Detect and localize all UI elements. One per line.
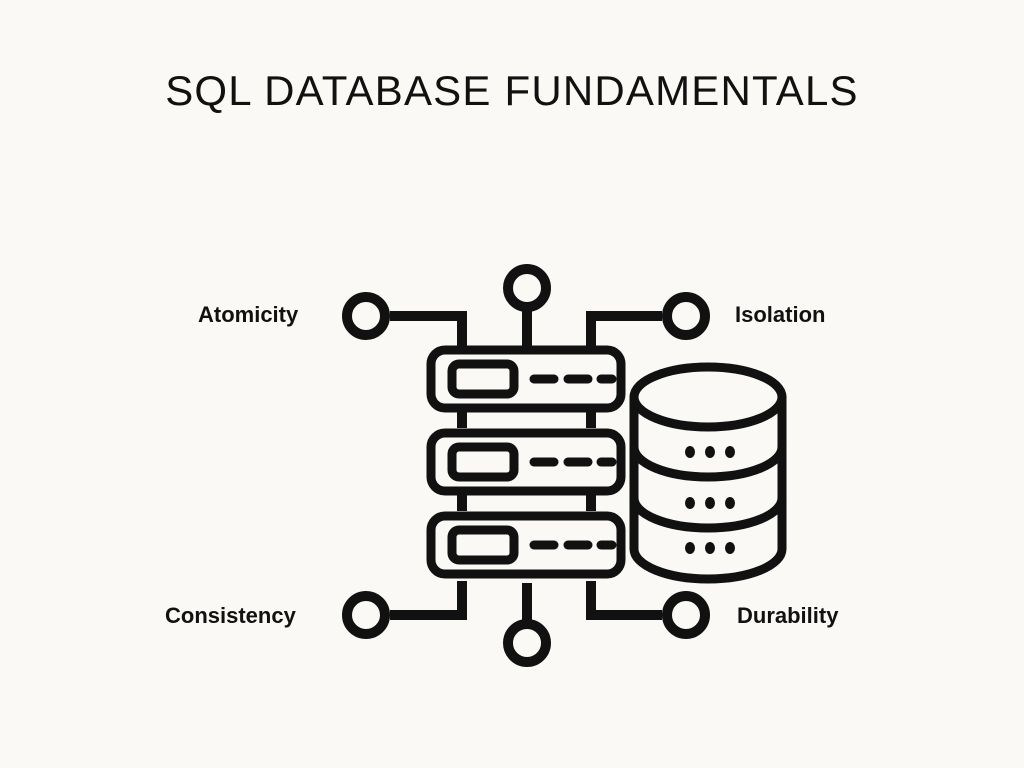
node-label-durability: Durability (737, 603, 839, 628)
cylinder-dot (685, 446, 695, 458)
cylinder-dot (725, 446, 735, 458)
node-circles (342, 264, 710, 667)
connector-consistency (390, 581, 467, 620)
server-unit-2 (426, 428, 626, 496)
server-unit-indicator (447, 359, 519, 399)
cylinder-top-ellipse (629, 362, 787, 432)
cylinder-band-divider-2 (629, 493, 787, 533)
cylinder-dots (685, 446, 735, 554)
node-circle-isolation[interactable] (662, 292, 710, 340)
connector-isolation (586, 311, 662, 350)
node-label-isolation: Isolation (735, 302, 826, 327)
database-cylinder (629, 362, 787, 584)
connector-durability (586, 581, 662, 620)
node-circle-consistency[interactable] (342, 591, 390, 639)
cylinder-band-divider-1 (629, 442, 787, 482)
server-unit-3 (426, 511, 626, 579)
node-label-consistency: Consistency (165, 603, 296, 628)
cylinder-dot (725, 542, 735, 554)
cylinder-dot (725, 497, 735, 509)
cylinder-dot (705, 497, 715, 509)
cylinder-dot (685, 542, 695, 554)
node-label-atomicity: Atomicity (198, 302, 299, 327)
node-circle-bottom-center[interactable] (503, 619, 551, 667)
page-title: SQL DATABASE FUNDAMENTALS (165, 67, 859, 114)
node-circle-atomicity[interactable] (342, 292, 390, 340)
cylinder-dot (705, 542, 715, 554)
cylinder-body (629, 392, 787, 584)
cylinder-dot (705, 446, 715, 458)
server-unit-1 (426, 345, 626, 413)
node-circle-durability[interactable] (662, 591, 710, 639)
cylinder-dot (685, 497, 695, 509)
server-unit-indicator (447, 525, 519, 565)
node-circle-top-center[interactable] (503, 264, 551, 312)
connector-atomicity (390, 311, 467, 350)
server-unit-indicator (447, 442, 519, 482)
